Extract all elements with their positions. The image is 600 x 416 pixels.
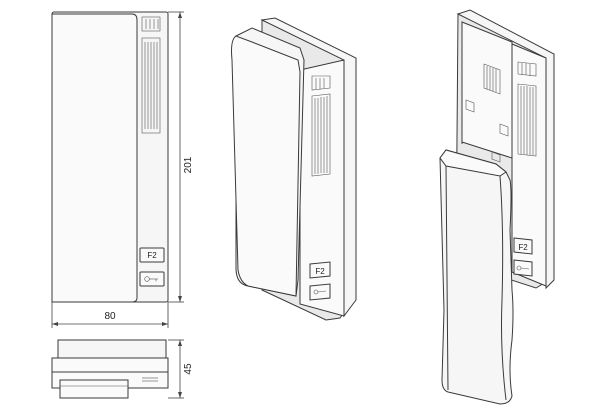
height-dimension: 201 [168, 11, 194, 303]
perspective-open-view: F2 [439, 9, 555, 405]
width-dimension-label: 80 [104, 311, 116, 322]
depth-dimension: 45 [168, 339, 194, 399]
perspective-open-f2-button: F2 [513, 237, 533, 255]
depth-dimension-label: 45 [183, 363, 194, 375]
front-view: F2 [51, 11, 169, 303]
height-dimension-label: 201 [183, 156, 194, 173]
perspective-closed-view: F2 [231, 17, 357, 321]
perspective-closed-f2-label: F2 [315, 267, 325, 276]
front-top-vent [141, 16, 161, 32]
key-icon [516, 265, 530, 271]
front-f2-button: F2 [139, 247, 165, 263]
width-dimension: 80 [51, 302, 169, 328]
perspective-closed-f2-button: F2 [309, 261, 331, 279]
key-icon [313, 289, 327, 295]
front-speaker-grille [141, 37, 161, 134]
perspective-open-key-button [513, 259, 533, 277]
perspective-open-vent [517, 61, 537, 77]
perspective-open-inner-grille [483, 63, 501, 95]
front-key-button [139, 271, 165, 287]
key-icon [144, 276, 158, 282]
perspective-closed-grille [311, 93, 331, 177]
perspective-open-f2-label: F2 [518, 243, 528, 252]
bottom-view [51, 339, 169, 399]
perspective-closed-key-button [309, 283, 331, 301]
perspective-open-grille [517, 83, 537, 157]
front-f2-label: F2 [147, 251, 157, 260]
perspective-closed-vent [311, 75, 331, 91]
